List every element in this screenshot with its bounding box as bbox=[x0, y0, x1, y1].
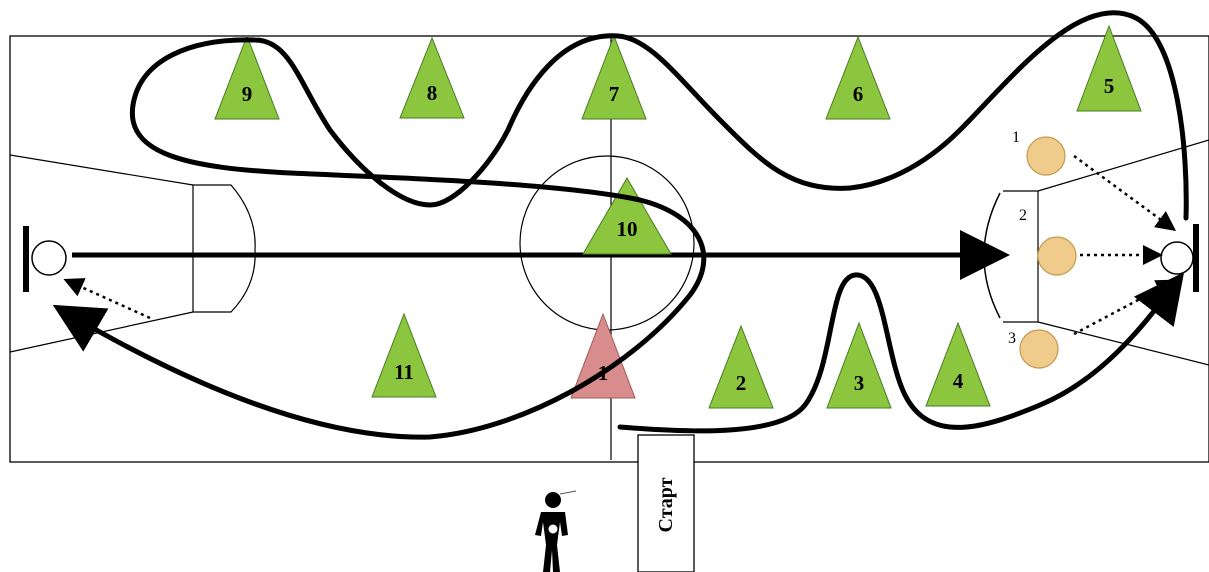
pass-arrow-1 bbox=[1073, 154, 1177, 231]
ball-1-icon bbox=[1026, 136, 1066, 176]
cone-5: 5 bbox=[1076, 24, 1142, 112]
route-path-return bbox=[52, 10, 1189, 440]
cone-10-label: 10 bbox=[617, 217, 638, 241]
basket-right bbox=[1160, 224, 1199, 292]
cone-3-label: 3 bbox=[854, 371, 865, 395]
cone-3-shape bbox=[826, 321, 892, 409]
ball-2: 2 bbox=[1019, 207, 1077, 276]
left-key bbox=[192, 184, 256, 313]
coach-icon bbox=[535, 490, 577, 572]
ball-1: 1 bbox=[1012, 129, 1066, 176]
cone-6-label: 6 bbox=[853, 82, 864, 106]
cone-4-shape bbox=[925, 321, 991, 407]
cone-7: 7 bbox=[581, 34, 647, 120]
ball-2-icon bbox=[1037, 236, 1077, 276]
cone-11-shape bbox=[371, 312, 437, 398]
cone-2: 2 bbox=[708, 324, 774, 409]
start-box-frame bbox=[637, 434, 695, 572]
left-hoop-ring bbox=[31, 240, 67, 276]
ball-3-icon bbox=[1019, 329, 1059, 369]
cone-3: 3 bbox=[826, 321, 892, 409]
cone-9: 9 bbox=[214, 34, 280, 120]
cones: 1 2 3 4 5 6 7 8 9 10 11 bbox=[214, 24, 1142, 409]
cone-2-label: 2 bbox=[736, 371, 747, 395]
cone-9-label: 9 bbox=[242, 82, 253, 106]
cone-11-label: 11 bbox=[394, 360, 414, 384]
cone-10-shape bbox=[582, 177, 672, 255]
balls: 1 2 3 bbox=[1008, 129, 1077, 369]
cone-2-shape bbox=[708, 324, 774, 409]
cone-4: 4 bbox=[925, 321, 991, 407]
ball-2-label: 2 bbox=[1019, 207, 1027, 224]
cone-6-shape bbox=[825, 35, 891, 120]
cone-1-shape bbox=[570, 312, 636, 399]
start-label: Старт bbox=[655, 477, 677, 532]
start-box[interactable]: Старт bbox=[637, 434, 695, 572]
cone-7-label: 7 bbox=[609, 82, 620, 106]
ball-1-label: 1 bbox=[1012, 129, 1020, 146]
cone-10: 10 bbox=[582, 177, 672, 255]
cone-5-shape bbox=[1076, 24, 1142, 112]
right-three-point-upper bbox=[1037, 139, 1209, 192]
cone-6: 6 bbox=[825, 35, 891, 120]
cone-8-shape bbox=[399, 36, 465, 119]
ball-3: 3 bbox=[1008, 329, 1059, 369]
cone-4-label: 4 bbox=[953, 369, 964, 393]
cone-8-label: 8 bbox=[427, 81, 438, 105]
cone-9-shape bbox=[214, 34, 280, 120]
cone-8: 8 bbox=[399, 36, 465, 119]
route-path bbox=[617, 272, 1185, 434]
left-three-point-upper bbox=[9, 154, 194, 186]
basket-left bbox=[23, 226, 67, 292]
cone-7-shape bbox=[581, 34, 647, 120]
pass-arrow-left bbox=[63, 278, 151, 320]
cone-11: 11 bbox=[371, 312, 437, 398]
cone-5-label: 5 bbox=[1104, 74, 1115, 98]
ball-3-label: 3 bbox=[1008, 330, 1016, 347]
right-hoop-ring bbox=[1160, 241, 1194, 275]
